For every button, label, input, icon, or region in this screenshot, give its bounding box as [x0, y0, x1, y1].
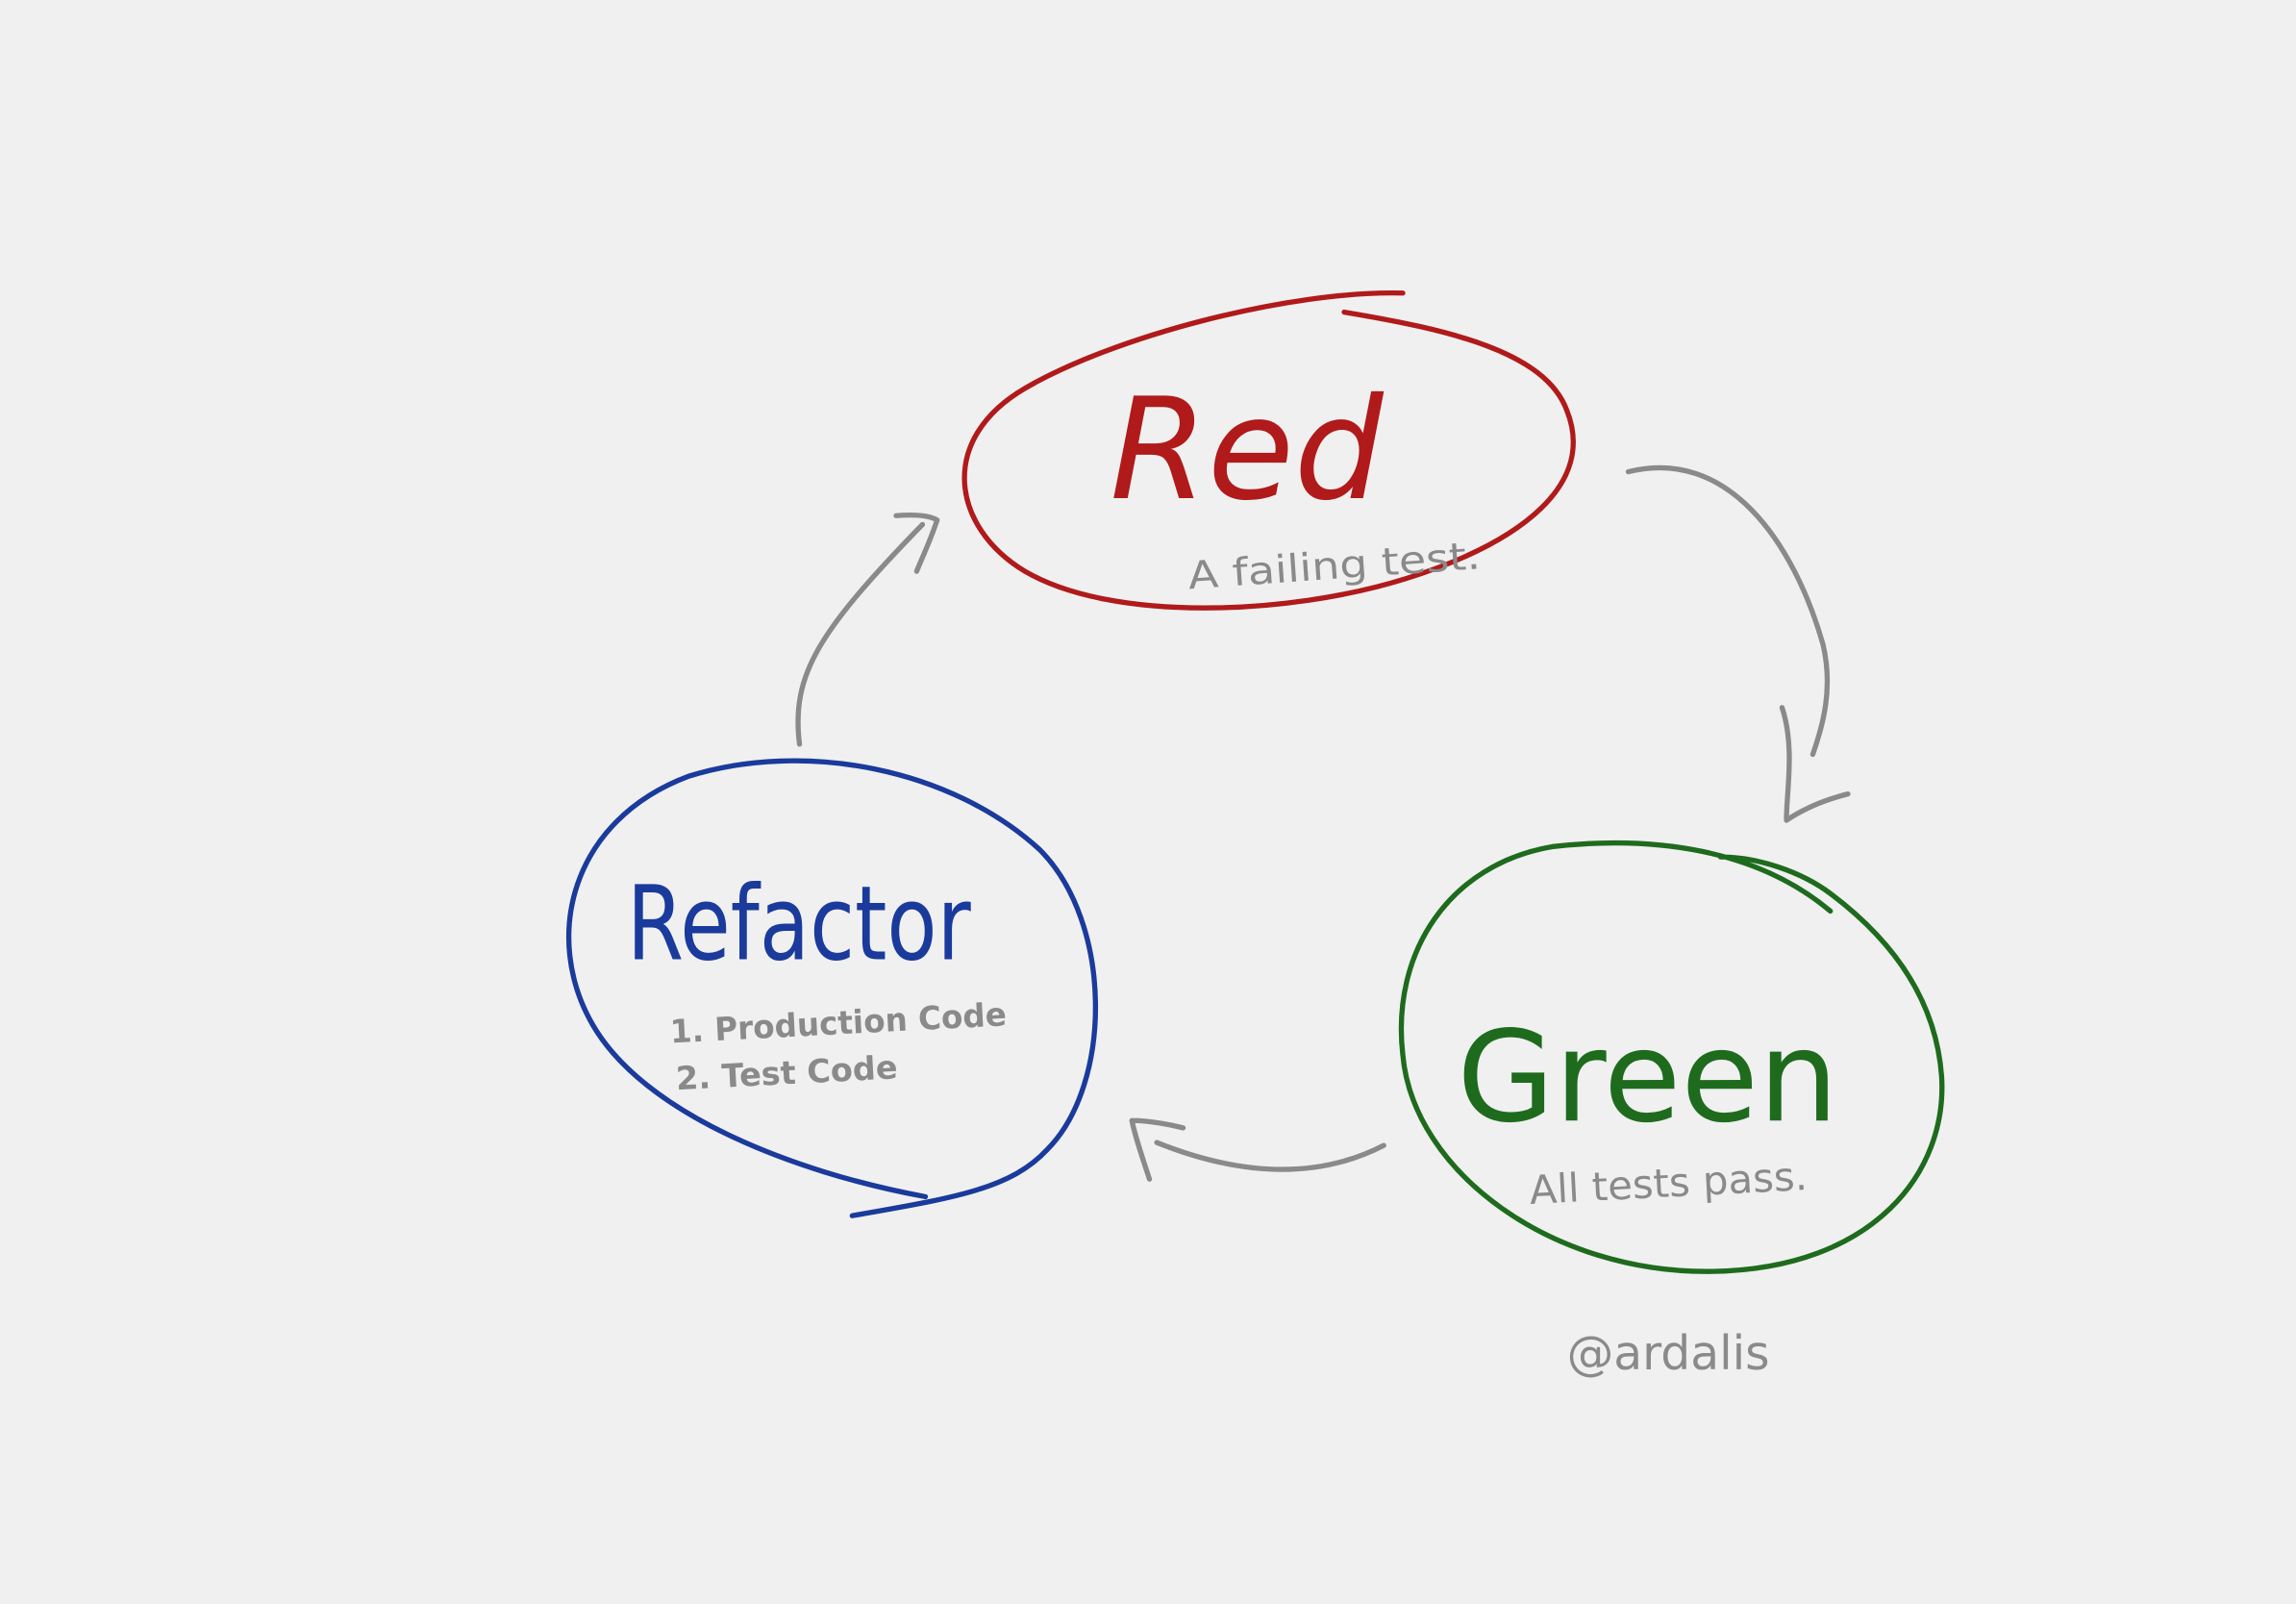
red-title: Red — [1110, 368, 1385, 532]
refactor-ellipse — [565, 758, 1099, 1218]
refactor-title: Refactor — [627, 865, 971, 985]
arrow-red-to-green-head — [1779, 705, 1851, 823]
green-title: Green — [1457, 1003, 1838, 1150]
arrow-red-to-green — [1625, 464, 1831, 758]
red-stage: Red A failing test. — [961, 290, 1576, 611]
green-ellipse — [1398, 840, 1945, 1274]
arrow-green-to-refactor-head — [1129, 1117, 1186, 1182]
red-ellipse — [961, 290, 1576, 611]
arrow-refactor-to-red-head — [893, 513, 940, 574]
arrow-refactor-to-red — [795, 521, 926, 747]
signature: @ardalis — [1567, 1327, 1770, 1381]
arrow-green-to-refactor — [1154, 1140, 1386, 1172]
